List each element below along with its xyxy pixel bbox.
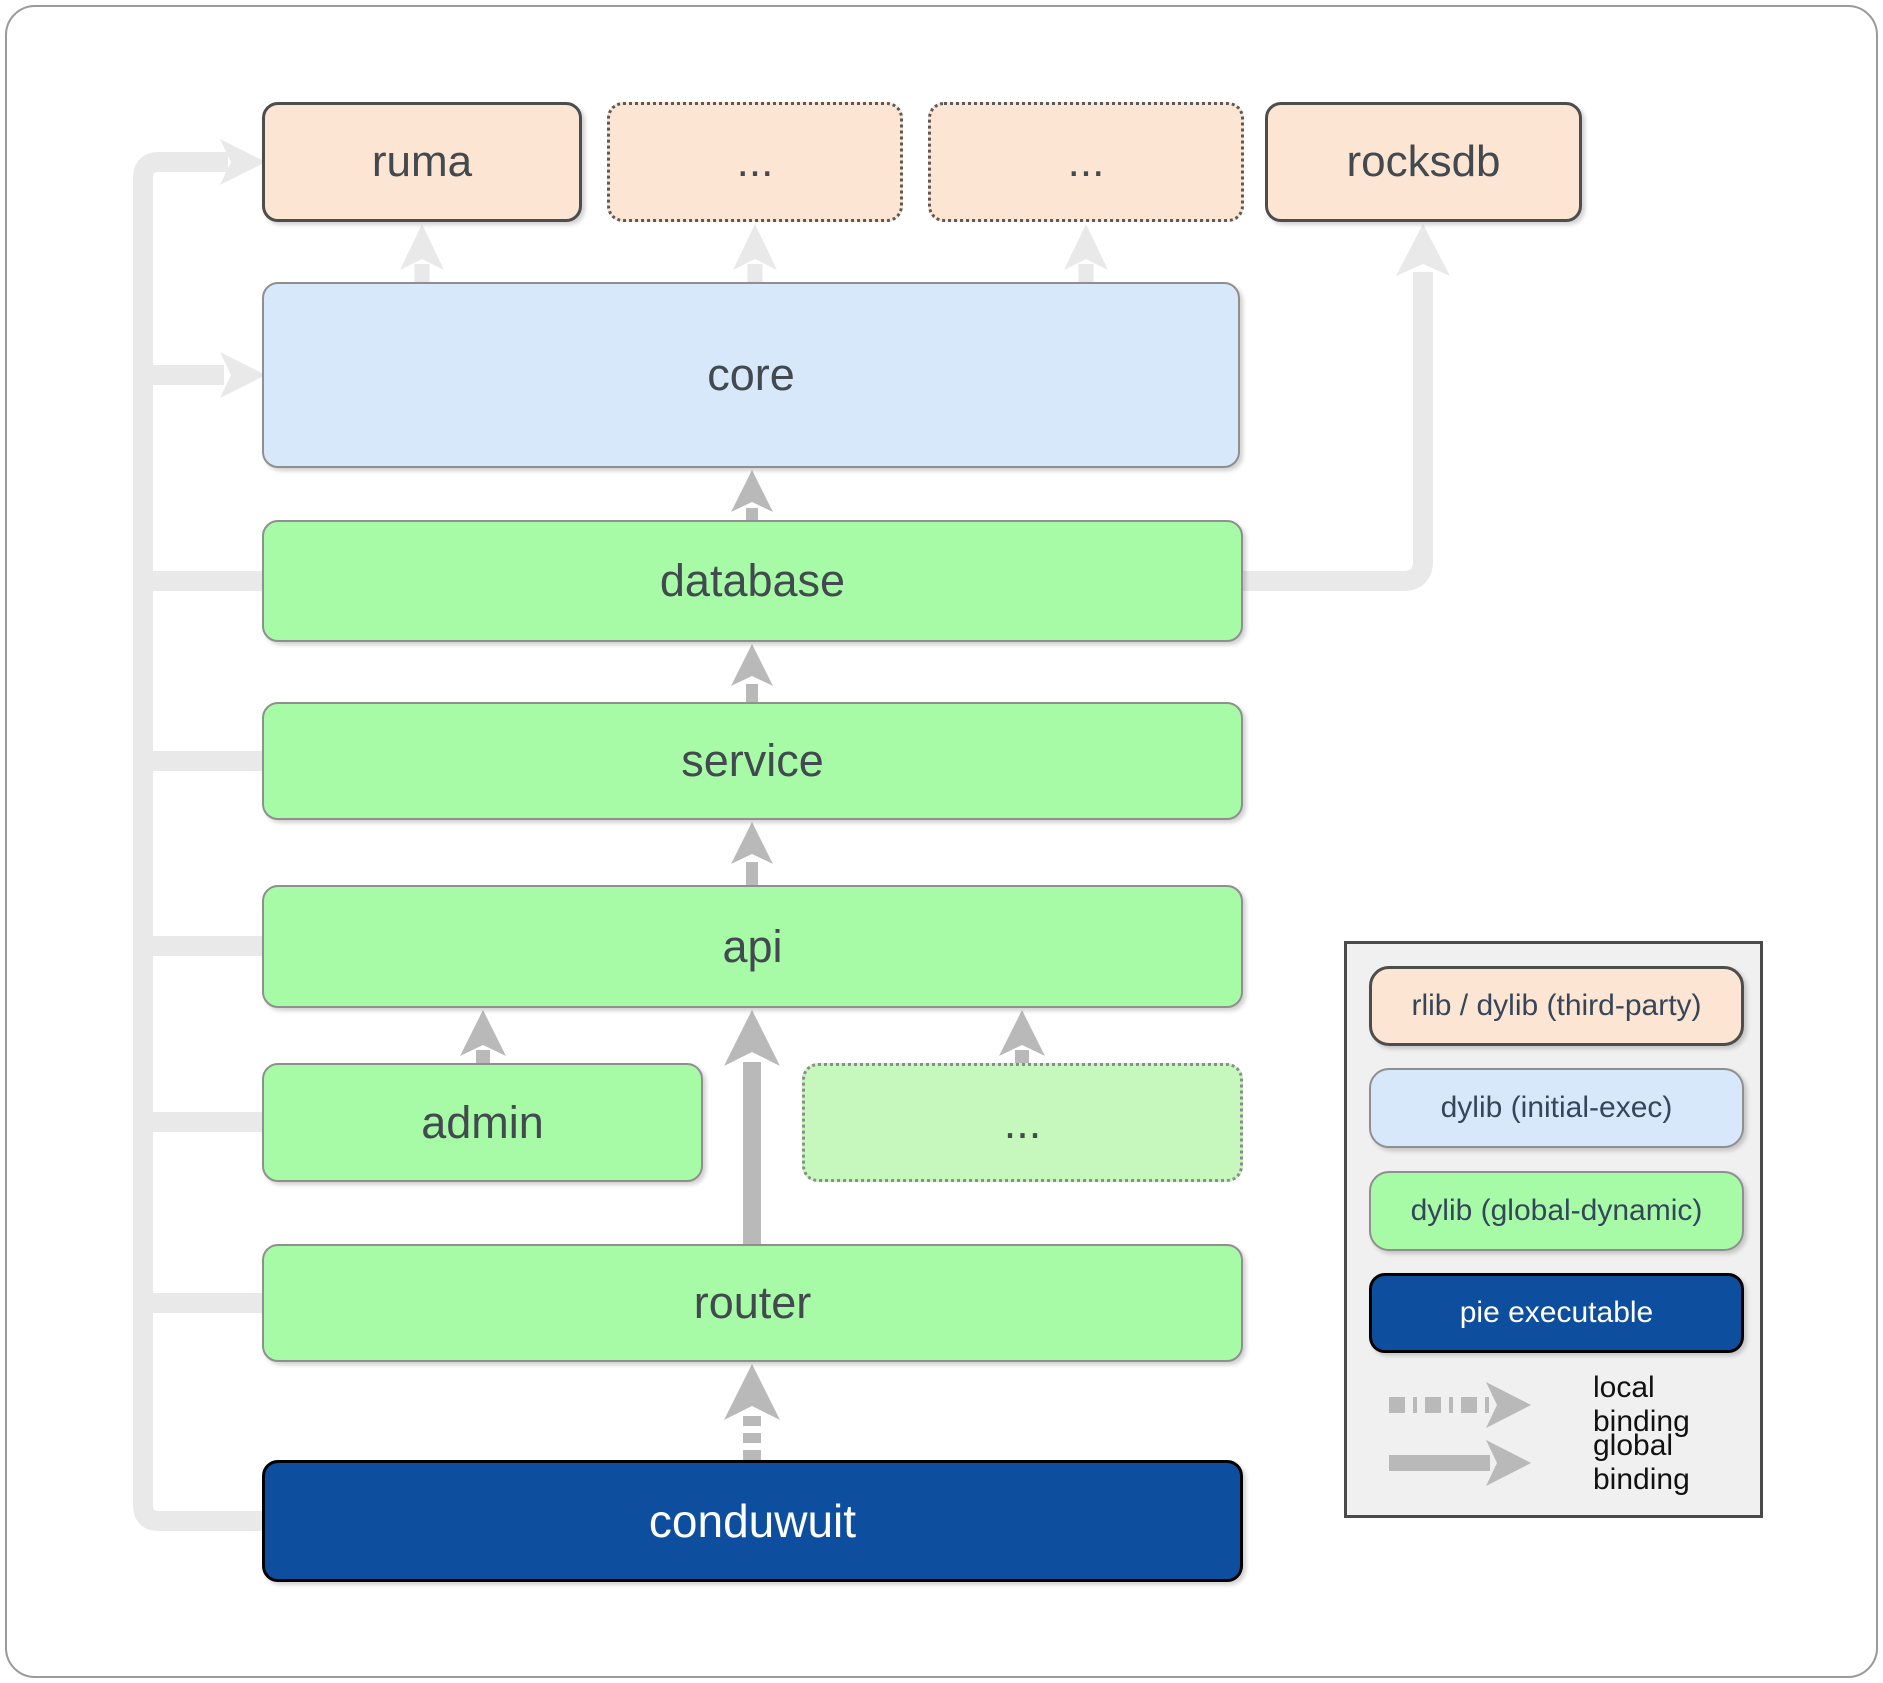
node-ellipsis-3-label: ... bbox=[1003, 1096, 1042, 1148]
node-router-label: router bbox=[693, 1277, 812, 1328]
node-admin-label: admin bbox=[421, 1096, 544, 1148]
arrowhead-into-rocksdb bbox=[1396, 224, 1450, 276]
node-ellipsis-2: ... bbox=[928, 102, 1244, 222]
node-ellipsis-1-label: ... bbox=[736, 137, 774, 186]
legend-local-binding-row: local binding bbox=[1369, 1371, 1744, 1438]
node-api: api bbox=[262, 885, 1243, 1008]
global-binding-label: global binding bbox=[1593, 1429, 1690, 1496]
arrowhead-conduwuit-router bbox=[724, 1364, 780, 1420]
arrowhead-database-core bbox=[731, 470, 773, 512]
legend-item-pie-executable: pie executable bbox=[1369, 1273, 1744, 1353]
node-router: router bbox=[262, 1244, 1243, 1362]
node-conduwuit: conduwuit bbox=[262, 1460, 1243, 1582]
node-api-label: api bbox=[722, 920, 783, 972]
legend-item-third-party: rlib / dylib (third-party) bbox=[1369, 966, 1744, 1046]
node-service: service bbox=[262, 702, 1243, 820]
node-admin: admin bbox=[262, 1063, 703, 1182]
node-database-label: database bbox=[659, 555, 846, 606]
local-binding-arrow-icon bbox=[1389, 1382, 1531, 1428]
legend-item-third-party-label: rlib / dylib (third-party) bbox=[1411, 989, 1702, 1022]
arrowhead-core-ellipsis2 bbox=[1064, 224, 1108, 270]
node-ellipsis-1: ... bbox=[607, 102, 903, 222]
wire-database-rocksdb bbox=[1243, 272, 1433, 591]
node-rocksdb: rocksdb bbox=[1265, 102, 1582, 222]
arrowhead-into-core bbox=[220, 352, 266, 398]
arrowhead-ellipsis3-api bbox=[999, 1010, 1045, 1056]
node-ellipsis-2-label: ... bbox=[1067, 137, 1105, 186]
node-conduwuit-label: conduwuit bbox=[648, 1495, 857, 1547]
legend-item-pie-executable-label: pie executable bbox=[1459, 1296, 1654, 1329]
legend-panel: rlib / dylib (third-party) dylib (initia… bbox=[1344, 941, 1763, 1518]
global-binding-arrow-icon bbox=[1389, 1440, 1531, 1486]
node-service-label: service bbox=[681, 735, 824, 786]
arrowhead-api-service bbox=[731, 822, 773, 864]
local-binding-label: local binding bbox=[1593, 1371, 1690, 1438]
node-database: database bbox=[262, 520, 1243, 642]
arrowhead-router-api bbox=[724, 1010, 780, 1066]
legend-item-initial-exec-label: dylib (initial-exec) bbox=[1440, 1091, 1673, 1124]
legend-item-global-dynamic: dylib (global-dynamic) bbox=[1369, 1171, 1744, 1251]
arrowhead-core-ruma bbox=[400, 224, 444, 270]
legend-item-global-dynamic-label: dylib (global-dynamic) bbox=[1410, 1194, 1703, 1227]
node-ruma-label: ruma bbox=[371, 137, 473, 186]
arrowhead-core-ellipsis1 bbox=[733, 224, 777, 270]
arrowhead-service-database bbox=[731, 644, 773, 686]
legend-item-initial-exec: dylib (initial-exec) bbox=[1369, 1068, 1744, 1148]
trunk-conduwuit-left bbox=[133, 152, 262, 1531]
node-core: core bbox=[262, 282, 1240, 468]
legend-global-binding-row: global binding bbox=[1369, 1429, 1744, 1496]
node-rocksdb-label: rocksdb bbox=[1346, 137, 1501, 186]
arrowhead-admin-api bbox=[460, 1010, 506, 1056]
node-ellipsis-3: ... bbox=[802, 1063, 1243, 1182]
node-core-label: core bbox=[707, 349, 795, 400]
arrowhead-into-ruma bbox=[220, 139, 266, 185]
node-ruma: ruma bbox=[262, 102, 582, 222]
